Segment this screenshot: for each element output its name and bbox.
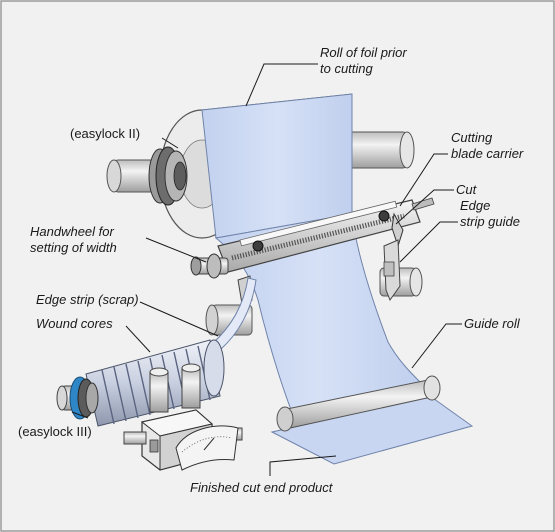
label-cutting-blade-line2: blade carrier [451,146,524,161]
easylock-ii-coupling [106,146,188,206]
label-edge-strip-scrap: Edge strip (scrap) [36,292,139,307]
scale-dial [175,425,239,471]
handwheel [190,253,229,279]
edge-strip-guide [383,239,401,302]
label-cut: Cut [456,182,478,197]
label-easylock-iii: (easylock III) [18,424,92,439]
label-roll-of-foil-line2: to cutting [320,61,374,76]
label-guide-roll: Guide roll [464,316,521,331]
blade-carrier-knob-left [252,240,264,252]
label-finished-product: Finished cut end product [190,480,334,495]
label-cutting-blade-line1: Cutting [451,130,493,145]
core-support-rods [149,363,201,413]
label-roll-of-foil-line1: Roll of foil prior [320,45,407,60]
foil-web [201,93,474,465]
bottom-guide-roll [276,375,441,432]
label-handwheel-line2: setting of width [30,240,117,255]
leader-lines [71,63,462,476]
label-easylock-ii: (easylock II) [70,126,140,141]
label-handwheel-line1: Handwheel for [30,224,114,239]
blade-carrier-knob-right [378,210,390,222]
label-edge-strip-guide-line2: strip guide [460,214,520,229]
upper-right-shaft [344,131,415,169]
label-edge-strip-guide-line1: Edge [460,198,490,213]
easylock-iii-coupling [56,376,99,420]
label-wound-cores: Wound cores [36,316,113,331]
